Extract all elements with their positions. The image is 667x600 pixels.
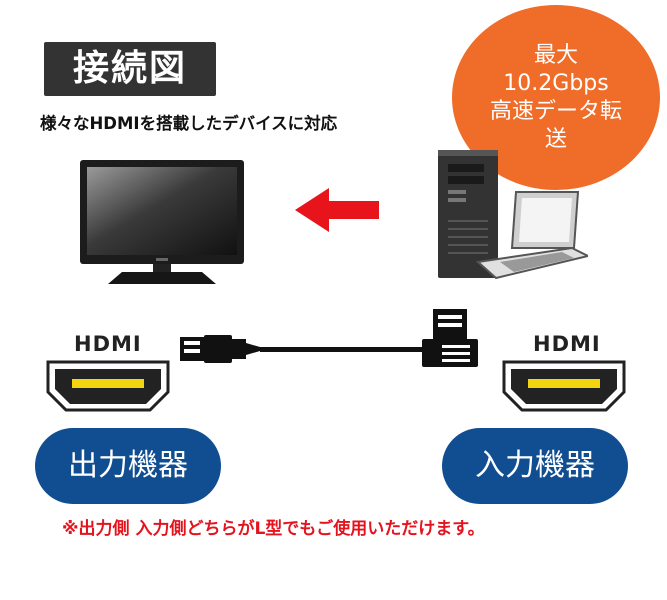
monitor-icon — [80, 160, 244, 284]
right-hdmi-port-icon — [502, 360, 626, 412]
speed-line-2: 10.2Gbps — [503, 70, 609, 96]
right-hdmi-label: HDMI — [533, 332, 601, 356]
compatibility-subtitle: 様々なHDMIを搭載したデバイスに対応 — [40, 114, 338, 133]
left-hdmi-port-icon — [46, 360, 170, 412]
output-device-label: 出力機器 — [35, 428, 221, 504]
input-device-label: 入力機器 — [442, 428, 628, 504]
speed-line-1: 最大 — [533, 42, 578, 68]
speed-line-4: 送 — [544, 126, 567, 152]
speed-line-3: 高速データ転 — [489, 98, 622, 124]
arrow-left-icon — [295, 188, 379, 232]
hdmi-cable-icon — [180, 309, 478, 367]
desktop-laptop-icon — [438, 150, 588, 280]
diagram-title: 接続図 — [44, 42, 216, 96]
left-hdmi-label: HDMI — [74, 332, 142, 356]
l-type-note: ※出力側 入力側どちらがL型でもご使用いただけます。 — [62, 519, 485, 539]
